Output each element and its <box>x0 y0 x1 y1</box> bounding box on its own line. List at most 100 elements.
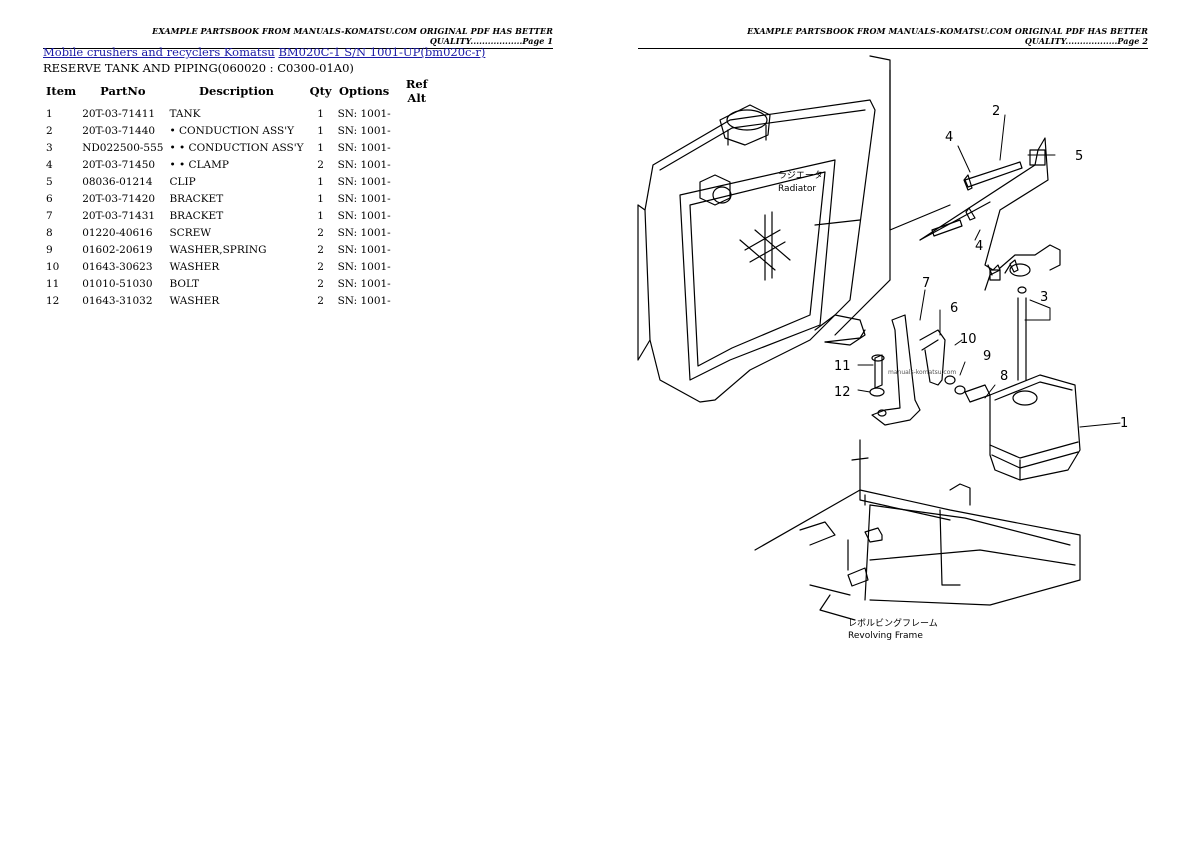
radiator-label-en: Radiator <box>778 184 816 194</box>
cell-desc: WASHER <box>169 294 220 307</box>
column-header-refalt: Ref Alt <box>405 77 428 105</box>
cell-qty: 1 <box>317 192 324 205</box>
frame-label-en: Revolving Frame <box>848 631 923 641</box>
table-header-row: Item PartNo Description Qty Options Ref … <box>43 77 440 105</box>
cell-item: 8 <box>46 226 53 239</box>
callout-8: 8 <box>1000 369 1008 384</box>
cell-item: 2 <box>46 124 53 137</box>
column-header-options: Options <box>339 84 390 98</box>
cell-qty: 2 <box>317 226 324 239</box>
cell-opt: SN: 1001- <box>337 175 391 188</box>
cell-qty: 2 <box>317 243 324 256</box>
cell-item: 6 <box>46 192 53 205</box>
cell-ref <box>394 156 440 173</box>
cell-part: 20T-03-71440 <box>82 124 156 137</box>
table-row: 6 20T-03-71420 BRACKET 1 SN: 1001- <box>43 190 440 207</box>
cell-ref <box>394 275 440 292</box>
column-header-partno: PartNo <box>100 84 146 98</box>
radiator-label-jp: ラジエータ <box>778 170 823 181</box>
callout-11: 11 <box>834 359 851 374</box>
callout-5: 5 <box>1075 149 1083 164</box>
cell-part: 01010-51030 <box>82 277 153 290</box>
cell-ref <box>394 139 440 156</box>
cell-desc: BRACKET <box>169 192 224 205</box>
callout-1: 1 <box>1120 416 1128 431</box>
cell-opt: SN: 1001- <box>337 124 391 137</box>
cell-part: 01602-20619 <box>82 243 153 256</box>
cell-part: 01643-30623 <box>82 260 153 273</box>
frame-label-jp: レボルビングフレーム <box>848 617 938 629</box>
cell-desc: CLIP <box>169 175 196 188</box>
cell-opt: SN: 1001- <box>337 260 391 273</box>
reserve-tank-drawing <box>989 374 1081 481</box>
cell-part: 01643-31032 <box>82 294 153 307</box>
cell-desc: • • CONDUCTION ASS'Y <box>169 141 304 154</box>
column-header-description: Description <box>199 84 274 98</box>
cell-part: 20T-03-71411 <box>82 107 156 120</box>
conduction-assembly-drawing <box>919 137 1061 381</box>
cell-opt: SN: 1001- <box>337 107 391 120</box>
cell-item: 7 <box>46 209 53 222</box>
column-header-qty: Qty <box>309 84 332 98</box>
cell-desc: • • CLAMP <box>169 158 229 171</box>
cell-part: 20T-03-71420 <box>82 192 156 205</box>
callout-4a: 4 <box>945 130 953 145</box>
callout-4b: 4 <box>975 239 983 254</box>
cell-ref <box>394 122 440 139</box>
cell-item: 3 <box>46 141 53 154</box>
cell-ref <box>394 207 440 224</box>
callout-6: 6 <box>950 301 958 316</box>
breadcrumb: Mobile crushers and recyclers Komatsu BM… <box>43 45 485 59</box>
cell-ref <box>394 173 440 190</box>
cell-ref <box>394 258 440 275</box>
callout-2: 2 <box>992 104 1000 119</box>
cell-item: 5 <box>46 175 53 188</box>
page-header-1: EXAMPLE PARTSBOOK FROM MANUALS-KOMATSU.C… <box>43 26 553 49</box>
table-row: 7 20T-03-71431 BRACKET 1 SN: 1001- <box>43 207 440 224</box>
cell-part: 20T-03-71431 <box>82 209 156 222</box>
revolving-frame-drawing <box>754 439 1081 621</box>
cell-part: 20T-03-71450 <box>82 158 156 171</box>
cell-desc: WASHER,SPRING <box>169 243 267 256</box>
cell-ref <box>394 292 440 309</box>
cell-opt: SN: 1001- <box>337 158 391 171</box>
callout-12: 12 <box>834 385 851 400</box>
page-header-2: EXAMPLE PARTSBOOK FROM MANUALS-KOMATSU.C… <box>638 26 1148 49</box>
cell-qty: 2 <box>317 158 324 171</box>
cell-part: 08036-01214 <box>82 175 153 188</box>
cell-qty: 2 <box>317 260 324 273</box>
callouts: 1 2 3 4 4 5 6 7 8 9 10 11 12 <box>834 104 1128 431</box>
cell-item: 12 <box>46 294 60 307</box>
cell-opt: SN: 1001- <box>337 192 391 205</box>
leader-lines <box>857 114 1121 428</box>
cell-part: ND022500-555 <box>82 141 164 154</box>
cell-item: 9 <box>46 243 53 256</box>
cell-desc: SCREW <box>169 226 212 239</box>
cell-opt: SN: 1001- <box>337 277 391 290</box>
cell-ref <box>394 190 440 207</box>
parts-diagram: ラジエータ Radiator <box>637 55 1128 641</box>
cell-desc: BRACKET <box>169 209 224 222</box>
cell-desc: BOLT <box>169 277 200 290</box>
cell-item: 1 <box>46 107 53 120</box>
cell-qty: 1 <box>317 209 324 222</box>
cell-opt: SN: 1001- <box>337 209 391 222</box>
cell-qty: 2 <box>317 294 324 307</box>
cell-opt: SN: 1001- <box>337 226 391 239</box>
column-header-item: Item <box>46 84 77 98</box>
watermark: manuals-komatsu.com <box>888 369 956 376</box>
cell-item: 11 <box>46 277 60 290</box>
cell-ref <box>394 224 440 241</box>
breadcrumb-link-model-family[interactable]: Mobile crushers and recyclers Komatsu <box>43 45 275 59</box>
cell-ref <box>394 241 440 258</box>
breadcrumb-link-model[interactable]: BM020C-1 S/N 1001-UP(bm020c-r) <box>278 45 486 59</box>
cell-desc: WASHER <box>169 260 220 273</box>
